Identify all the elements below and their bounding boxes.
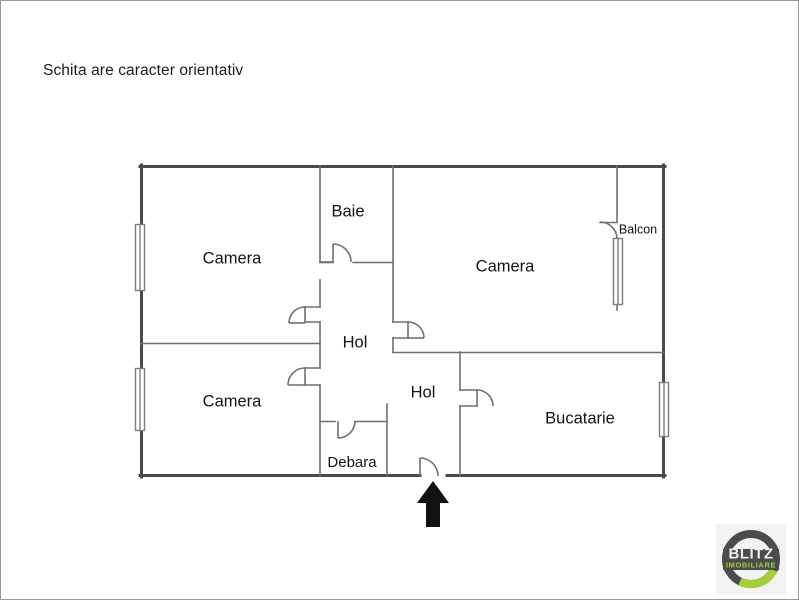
window-left-upper xyxy=(134,223,146,292)
logo-brand-text: BLITZ xyxy=(729,546,774,563)
room-label-hol-upper: Hol xyxy=(343,333,368,351)
logo-accent-arc xyxy=(738,568,778,589)
window-balcon xyxy=(612,237,624,306)
room-label-hol-lower: Hol xyxy=(411,383,436,401)
window-right-kitchen xyxy=(658,381,670,438)
logo-subtitle-text: IMOBILIARE xyxy=(726,561,776,570)
door-swing-hol-camera-bl xyxy=(287,367,306,386)
room-label-balcon: Balcon xyxy=(619,222,657,236)
room-labels: Camera Baie Camera Balcon Hol Camera Hol… xyxy=(203,202,657,471)
door-swing-hol-bucatarie xyxy=(476,389,494,407)
door-swing-hol-camera-tl xyxy=(288,306,306,324)
windows xyxy=(134,223,670,438)
door-swing-hol-camera-right xyxy=(407,321,425,339)
door-swing-baie xyxy=(332,243,352,263)
interior-walls xyxy=(140,165,665,477)
outer-walls xyxy=(138,163,667,479)
entrance-arrow xyxy=(417,481,449,527)
room-label-bucatarie: Bucatarie xyxy=(545,409,615,427)
logo-text-plate xyxy=(723,549,779,570)
room-label-camera-top-right: Camera xyxy=(476,257,536,275)
door-swing-balcon xyxy=(599,221,618,240)
window-left-lower xyxy=(134,367,146,432)
door-swing-entrance xyxy=(419,457,439,477)
disclaimer-text: Schita are caracter orientativ xyxy=(43,62,244,79)
brand-logo: BLITZ IMOBILIARE xyxy=(716,524,786,594)
room-label-camera-top-left: Camera xyxy=(203,249,263,267)
door-arcs xyxy=(287,221,618,477)
door-swing-debara xyxy=(337,420,356,439)
room-label-camera-bottom-left: Camera xyxy=(203,392,263,410)
room-label-baie: Baie xyxy=(331,202,364,220)
room-label-debara: Debara xyxy=(327,454,377,471)
